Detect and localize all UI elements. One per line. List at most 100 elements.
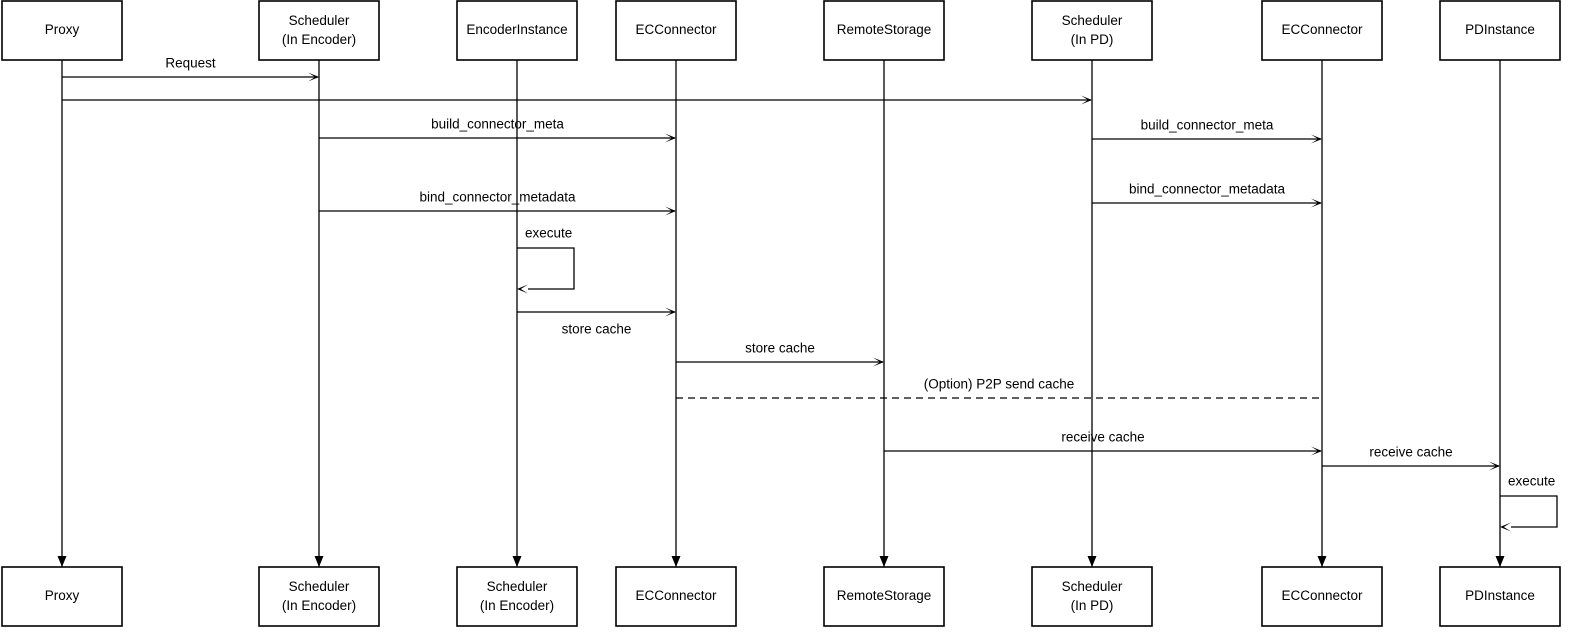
participant-box-frame (1261, 566, 1383, 627)
message-m6[interactable]: bind_connector_metadata (1092, 182, 1322, 208)
participant-label-line2: (In Encoder) (282, 32, 356, 47)
message-m3[interactable]: build_connector_meta (319, 117, 676, 143)
message-label: receive cache (1369, 445, 1452, 460)
participant-box-bottom-encoder_inst[interactable]: Scheduler (In Encoder) (456, 566, 578, 627)
participant-box-top-sched_enc[interactable]: Scheduler (In Encoder) (258, 0, 380, 61)
message-arrowhead (1489, 461, 1500, 471)
participant-box-top-sched_pd[interactable]: Scheduler (In PD) (1031, 0, 1153, 61)
participant-box-top-proxy[interactable]: Proxy (1, 0, 123, 61)
participant-label-line1: Proxy (45, 22, 80, 37)
message-arrowhead (1311, 198, 1322, 208)
lifeline-arrowhead-sched_enc (314, 556, 324, 567)
message-arrowhead (1311, 446, 1322, 456)
self-messages-layer: execute execute (517, 226, 1558, 532)
message-arrowhead (1311, 134, 1322, 144)
participant-box-frame (615, 566, 737, 627)
participant-box-frame (823, 566, 945, 627)
participant-box-bottom-proxy[interactable]: Proxy (1, 566, 123, 627)
message-arrowhead (308, 72, 319, 82)
participant-box-frame (823, 0, 945, 61)
participant-label-line1: Scheduler (289, 579, 350, 594)
self-message-label: execute (525, 226, 572, 241)
message-m2[interactable] (62, 95, 1092, 105)
message-arrowhead (873, 357, 884, 367)
participant-box-frame (1, 0, 123, 61)
message-label: (Option) P2P send cache (924, 377, 1075, 392)
self-message-label: execute (1508, 474, 1555, 489)
self-message-arrowhead (1500, 522, 1511, 532)
message-label: store cache (745, 341, 815, 356)
participant-box-bottom-ecconn_right[interactable]: ECConnector (1261, 566, 1383, 627)
participant-label-line1: Scheduler (487, 579, 548, 594)
lifeline-arrowhead-remote (879, 556, 889, 567)
participant-box-top-remote[interactable]: RemoteStorage (823, 0, 945, 61)
participant-box-frame (258, 0, 380, 61)
self-message-path (1500, 495, 1558, 528)
participant-box-top-encoder_inst[interactable]: EncoderInstance (456, 0, 578, 61)
lifeline-arrowhead-ecconn_left (671, 556, 681, 567)
participant-box-frame (615, 0, 737, 61)
lifeline-arrowhead-encoder_inst (512, 556, 522, 567)
participant-box-bottom-sched_pd[interactable]: Scheduler(In PD) (1031, 566, 1153, 627)
participant-box-frame (1261, 0, 1383, 61)
message-arrowhead (665, 206, 676, 216)
message-label: build_connector_meta (1141, 118, 1274, 133)
message-label: bind_connector_metadata (419, 190, 576, 205)
message-m8[interactable]: store cache (676, 341, 884, 367)
participant-box-top-ecconn_left[interactable]: ECConnector (615, 0, 737, 61)
bottom-participant-boxes: Proxy Scheduler (In Encoder) Scheduler (In E… (1, 566, 1561, 627)
message-label: Request (165, 56, 216, 71)
participant-label-line1: PDInstance (1465, 22, 1535, 37)
message-label: store cache (562, 322, 632, 337)
participant-box-frame (1, 566, 123, 627)
participant-box-frame (1031, 0, 1153, 61)
message-arrowhead (665, 133, 676, 143)
participant-label-line2: (In Encoder) (480, 598, 554, 613)
participant-box-top-ecconn_right[interactable]: ECConnector (1261, 0, 1383, 61)
participant-label-line1: ECConnector (1281, 22, 1363, 37)
self-message-s2[interactable]: execute (1500, 474, 1558, 532)
message-m10[interactable]: receive cache (884, 430, 1322, 456)
message-label: receive cache (1061, 430, 1144, 445)
participant-box-top-pd_inst[interactable]: PDInstance (1439, 0, 1561, 61)
participant-label-line1: PDInstance (1465, 588, 1535, 603)
participant-label-line1: EncoderInstance (466, 22, 567, 37)
message-m1[interactable]: Request (62, 56, 319, 82)
message-m9[interactable]: (Option) P2P send cache (676, 377, 1321, 399)
self-message-arrowhead (517, 284, 528, 294)
participant-label-line1: Scheduler (1062, 579, 1123, 594)
participant-label-line1: ECConnector (635, 588, 717, 603)
self-message-s1[interactable]: execute (517, 226, 575, 294)
message-m5[interactable]: bind_connector_metadata (319, 190, 676, 216)
top-participant-boxes: Proxy Scheduler (In Encoder) EncoderInstanc… (1, 0, 1561, 61)
participant-box-bottom-ecconn_left[interactable]: ECConnector (615, 566, 737, 627)
participant-box-bottom-pd_inst[interactable]: PDInstance (1439, 566, 1561, 627)
message-label: bind_connector_metadata (1129, 182, 1286, 197)
participant-label-line1: ECConnector (1281, 588, 1363, 603)
message-m4[interactable]: build_connector_meta (1092, 118, 1322, 144)
participant-box-frame (456, 566, 578, 627)
lifeline-arrowhead-pd_inst (1495, 556, 1505, 567)
participant-box-frame (1439, 0, 1561, 61)
message-m11[interactable]: receive cache (1322, 445, 1500, 471)
participant-label-line2: (In Encoder) (282, 598, 356, 613)
messages-layer: Request build_connector_meta build_connect… (62, 56, 1500, 471)
participant-box-bottom-remote[interactable]: RemoteStorage (823, 566, 945, 627)
participant-label-line2: (In PD) (1071, 32, 1114, 47)
message-arrowhead (665, 307, 676, 317)
message-label: build_connector_meta (431, 117, 564, 132)
participant-label-line1: Scheduler (289, 13, 350, 28)
participant-box-frame (258, 566, 380, 627)
participant-box-frame (1031, 566, 1153, 627)
lifeline-arrowhead-ecconn_right (1317, 556, 1327, 567)
participant-label-line1: Scheduler (1062, 13, 1123, 28)
participant-box-frame (1439, 566, 1561, 627)
participant-box-bottom-sched_enc[interactable]: Scheduler (In Encoder) (258, 566, 380, 627)
participant-label-line1: ECConnector (635, 22, 717, 37)
participant-label-line1: RemoteStorage (837, 22, 932, 37)
message-m7[interactable]: store cache (517, 307, 676, 337)
lifeline-arrowhead-sched_pd (1087, 556, 1097, 567)
lifelines-layer (57, 60, 1505, 567)
